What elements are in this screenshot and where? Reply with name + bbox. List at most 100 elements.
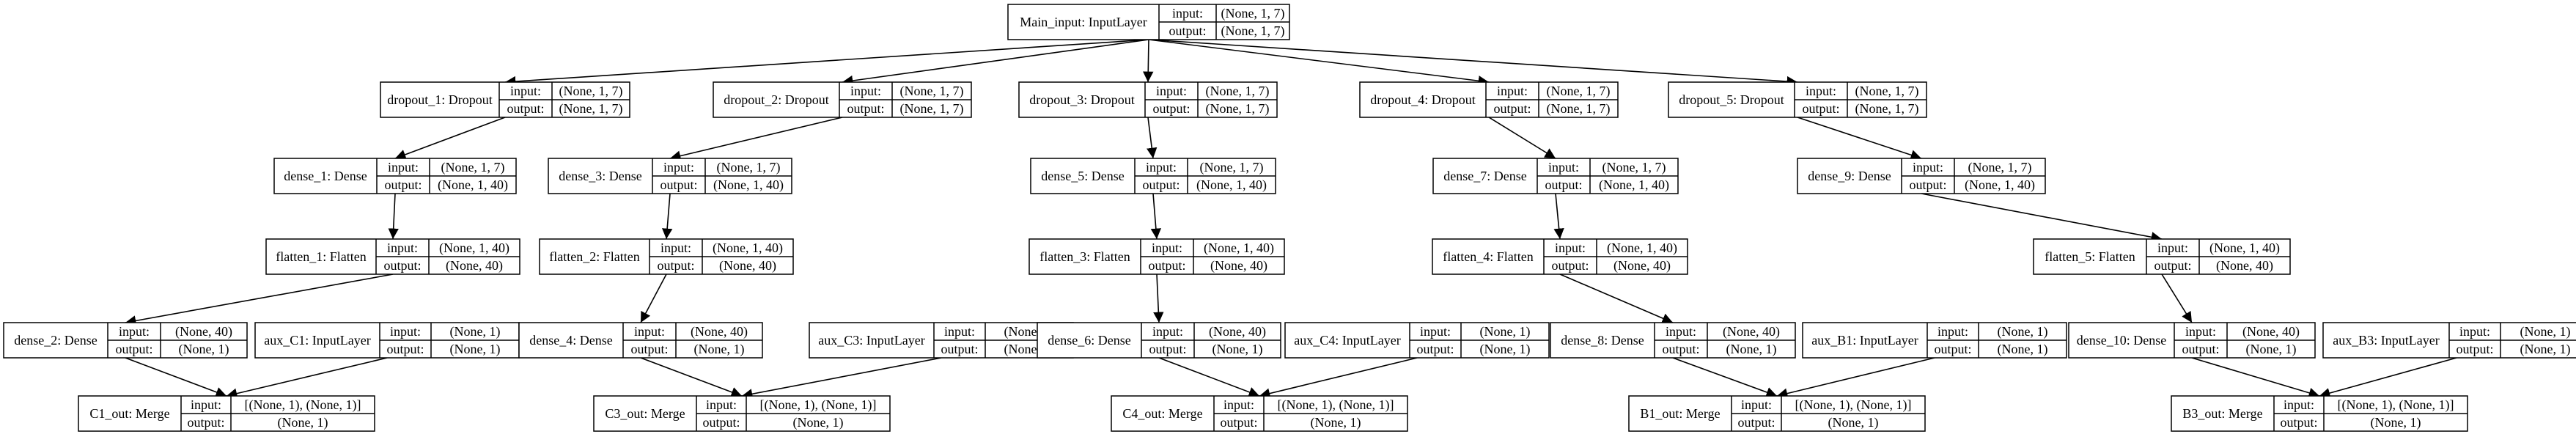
layer-label: dropout_5: Dropout [1679,92,1784,107]
output-shape: (None, 1, 40) [438,177,508,193]
input-port-label: input: [1913,160,1943,175]
output-shape: (None, 1) [450,342,501,357]
output-shape: (None, 1, 7) [900,101,964,117]
output-shape: (None, 1) [694,342,745,357]
input-port-label: input: [2459,324,2490,339]
output-shape: (None, 40) [1613,258,1671,273]
output-shape: (None, 1) [793,415,844,430]
input-port-label: input: [663,160,694,175]
input-port-label: input: [510,84,541,98]
output-shape: (None, 1, 40) [1196,177,1267,193]
layer-label: dropout_4: Dropout [1370,92,1476,107]
output-port-label: output: [1551,258,1589,273]
layer-label: flatten_2: Flatten [549,249,639,264]
input-shape: (None, 1) [2520,324,2571,339]
output-port-label: output: [1737,415,1775,430]
layer-label: aux_C1: InputLayer [264,333,370,348]
layer-label: dense_6: Dense [1048,333,1130,348]
output-shape: (None, 1, 40) [1599,177,1669,193]
output-shape: (None, 1, 40) [1965,177,2035,193]
edge-dropout-1-to-dense-1 [394,117,506,160]
output-shape: (None, 40) [446,258,503,273]
output-shape: (None, 40) [1210,258,1267,273]
output-shape: (None, 1) [2520,342,2571,357]
output-shape: (None, 1) [1480,342,1531,357]
edge-flatten-2-to-dense-4 [640,273,667,323]
layer-label: dropout_2: Dropout [724,92,829,107]
input-shape: [(None, 1), (None, 1)] [2338,397,2454,413]
input-port-label: input: [1666,324,1696,339]
input-port-label: input: [1156,84,1187,98]
input-shape: (None, 1, 7) [441,160,505,175]
input-shape: (None, 1) [1998,324,2048,339]
input-shape: (None, 40) [691,324,748,339]
output-port-label: output: [1142,177,1180,192]
input-shape: (None, 1, 7) [900,84,964,99]
output-shape: (None, 1) [2246,342,2297,357]
edge-main-input-to-dropout-2 [842,39,1149,87]
edge-dropout-3-to-dense-5 [1147,117,1158,159]
edge-dense-6-to-C4-out [1158,357,1260,397]
edge-dropout-2-to-dense-3 [669,117,843,161]
edge-aux-C3-to-C3-out [741,357,942,400]
output-port-label: output: [1148,258,1185,273]
output-shape: (None, 1) [2371,415,2421,430]
output-port-label: output: [1220,415,1257,430]
input-port-label: input: [850,84,881,98]
output-shape: (None, 1) [278,415,328,430]
layer-label: B1_out: Merge [1640,406,1720,421]
input-port-label: input: [944,324,975,339]
input-port-label: input: [1172,6,1203,21]
input-shape: (None, 1) [1480,324,1531,339]
edge-aux-B3-to-B3-out [2319,357,2457,399]
edge-aux-C4-to-C4-out [1259,357,1418,399]
output-shape: (None, 1) [179,342,229,357]
layer-label: C1_out: Merge [89,406,169,421]
input-port-label: input: [1152,240,1182,255]
output-port-label: output: [1802,101,1839,116]
layer-label: dense_9: Dense [1808,169,1891,183]
edge-dense-3-to-flatten-2 [661,193,673,240]
edge-flatten-3-to-dense-6 [1153,273,1164,323]
output-shape: (None, 40) [719,258,776,273]
input-port-label: input: [1146,160,1177,175]
input-shape: (None, 1, 40) [713,240,783,256]
edge-dense-4-to-C3-out [640,357,743,397]
input-shape: (None, 1, 7) [717,160,781,175]
layer-label: dense_7: Dense [1443,169,1526,183]
layer-label: aux_C3: InputLayer [818,333,924,348]
input-shape: (None, 40) [175,324,232,339]
output-port-label: output: [1149,342,1186,356]
output-port-label: output: [2154,258,2191,273]
layer-label: dropout_1: Dropout [387,92,493,107]
output-shape: (None, 1, 40) [713,177,784,193]
layer-node-main-input: Main_input: InputLayerinput:output:(None… [1007,4,1290,40]
output-shape: (None, 1) [1212,342,1263,357]
input-shape: (None, 40) [1209,324,1266,339]
input-shape: (None, 1, 7) [1200,160,1264,175]
layer-label: dense_3: Dense [559,169,641,183]
output-port-label: output: [1493,101,1531,116]
output-port-label: output: [1152,101,1190,116]
input-shape: (None, 1, 7) [1206,84,1270,99]
input-shape: [(None, 1), (None, 1)] [760,397,877,413]
output-port-label: output: [1169,23,1206,38]
output-shape: (None, 1) [1726,342,1777,357]
